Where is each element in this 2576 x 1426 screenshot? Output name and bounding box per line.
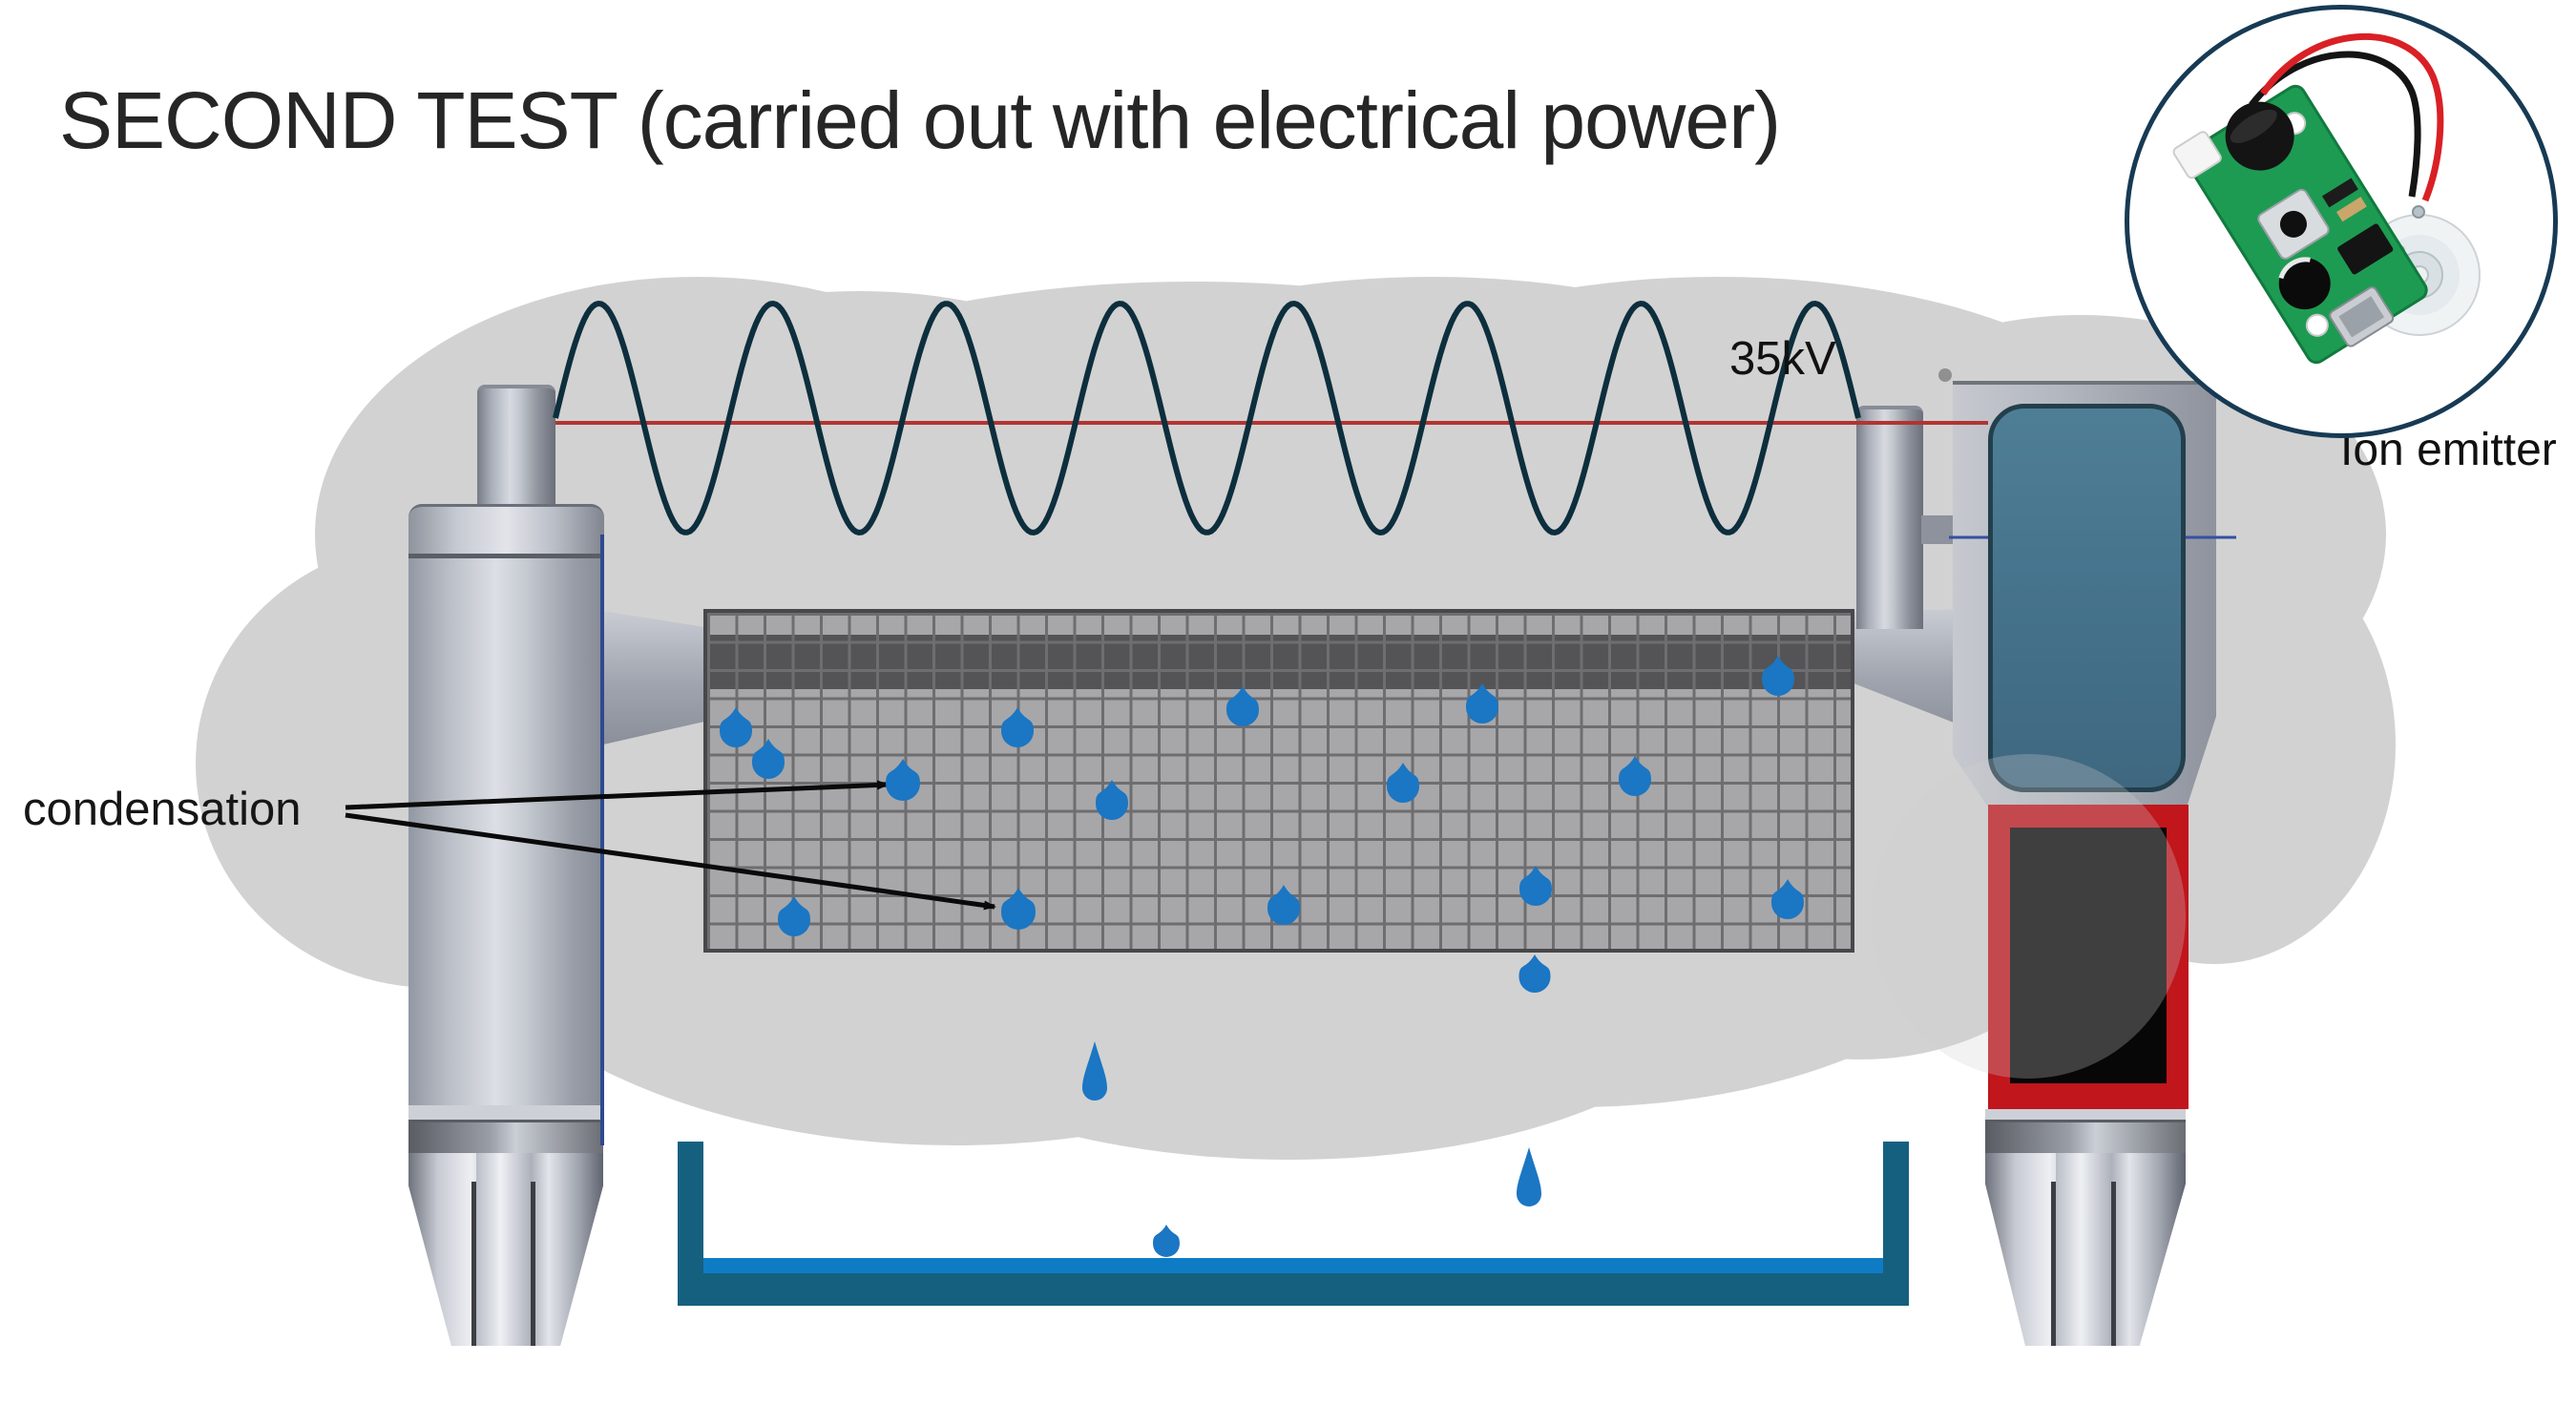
falling-droplet <box>1518 954 1551 993</box>
ion-emitter-photo <box>2172 32 2481 365</box>
tray-droplet <box>1153 1225 1180 1257</box>
mesh-droplet <box>1619 756 1651 796</box>
pcb-board-icon <box>2172 84 2428 365</box>
mesh-droplet <box>752 739 785 779</box>
mesh-droplet <box>1096 780 1128 820</box>
mesh-droplet <box>1466 683 1498 723</box>
cloud-overlay-wash <box>1871 754 2186 1079</box>
condensation-arrow <box>345 812 996 911</box>
right-post-cylinder <box>1856 406 1923 629</box>
mesh-droplet <box>1771 879 1804 919</box>
mesh-droplet <box>1226 686 1259 726</box>
slide-title: SECOND TEST (carried out with electrical… <box>59 75 1781 165</box>
collet-slot <box>471 1182 476 1346</box>
left-clamp-cap <box>408 1105 603 1122</box>
falling-droplet <box>1517 1147 1541 1206</box>
right-block-dot <box>1938 368 1952 382</box>
mesh-droplet <box>1001 707 1034 747</box>
condensation-arrow <box>345 780 890 810</box>
collet-slot <box>2051 1182 2056 1346</box>
mesh-droplet <box>1519 866 1552 906</box>
ion-emitter-inset <box>2125 5 2558 438</box>
right-clamp-collar <box>1985 1122 2186 1153</box>
mesh-droplet <box>1001 888 1036 930</box>
falling-droplet <box>1082 1041 1107 1101</box>
mesh-droplet <box>778 896 810 936</box>
water-droplets <box>720 656 1804 1257</box>
left-mesh-bracket <box>603 611 703 744</box>
collet-slot <box>2111 1182 2116 1346</box>
right-post-connector <box>1921 515 1955 544</box>
heater-frame <box>1988 805 2189 1109</box>
black-window <box>2010 828 2167 1083</box>
left-column-blue-edge <box>600 535 604 1145</box>
condensation-label: condensation <box>23 784 302 835</box>
mesh-droplet <box>1387 763 1419 803</box>
tray-bottom <box>678 1272 1909 1306</box>
ion-emitter-housing <box>1988 404 2186 792</box>
solder-joint-icon <box>2412 205 2425 219</box>
mesh-droplet <box>1267 885 1300 925</box>
right-clamp-cap <box>1985 1109 2186 1122</box>
collet-center-strip <box>476 1153 531 1346</box>
black-wire-icon <box>2249 51 2421 198</box>
ac-sine-wave <box>553 300 1861 536</box>
mesh-droplet <box>720 707 752 747</box>
condensation-arrows <box>345 780 996 911</box>
collet-slot <box>531 1182 535 1346</box>
mesh-droplet <box>1762 656 1794 696</box>
left-clamp-collar <box>408 1122 603 1153</box>
collet-center-strip <box>2056 1153 2111 1346</box>
left-post-cylinder <box>477 385 555 514</box>
collected-water <box>703 1258 1883 1273</box>
red-wire-icon <box>2260 32 2444 202</box>
voltage-label: 35kV <box>1729 333 1836 385</box>
mesh-droplet <box>886 759 920 801</box>
